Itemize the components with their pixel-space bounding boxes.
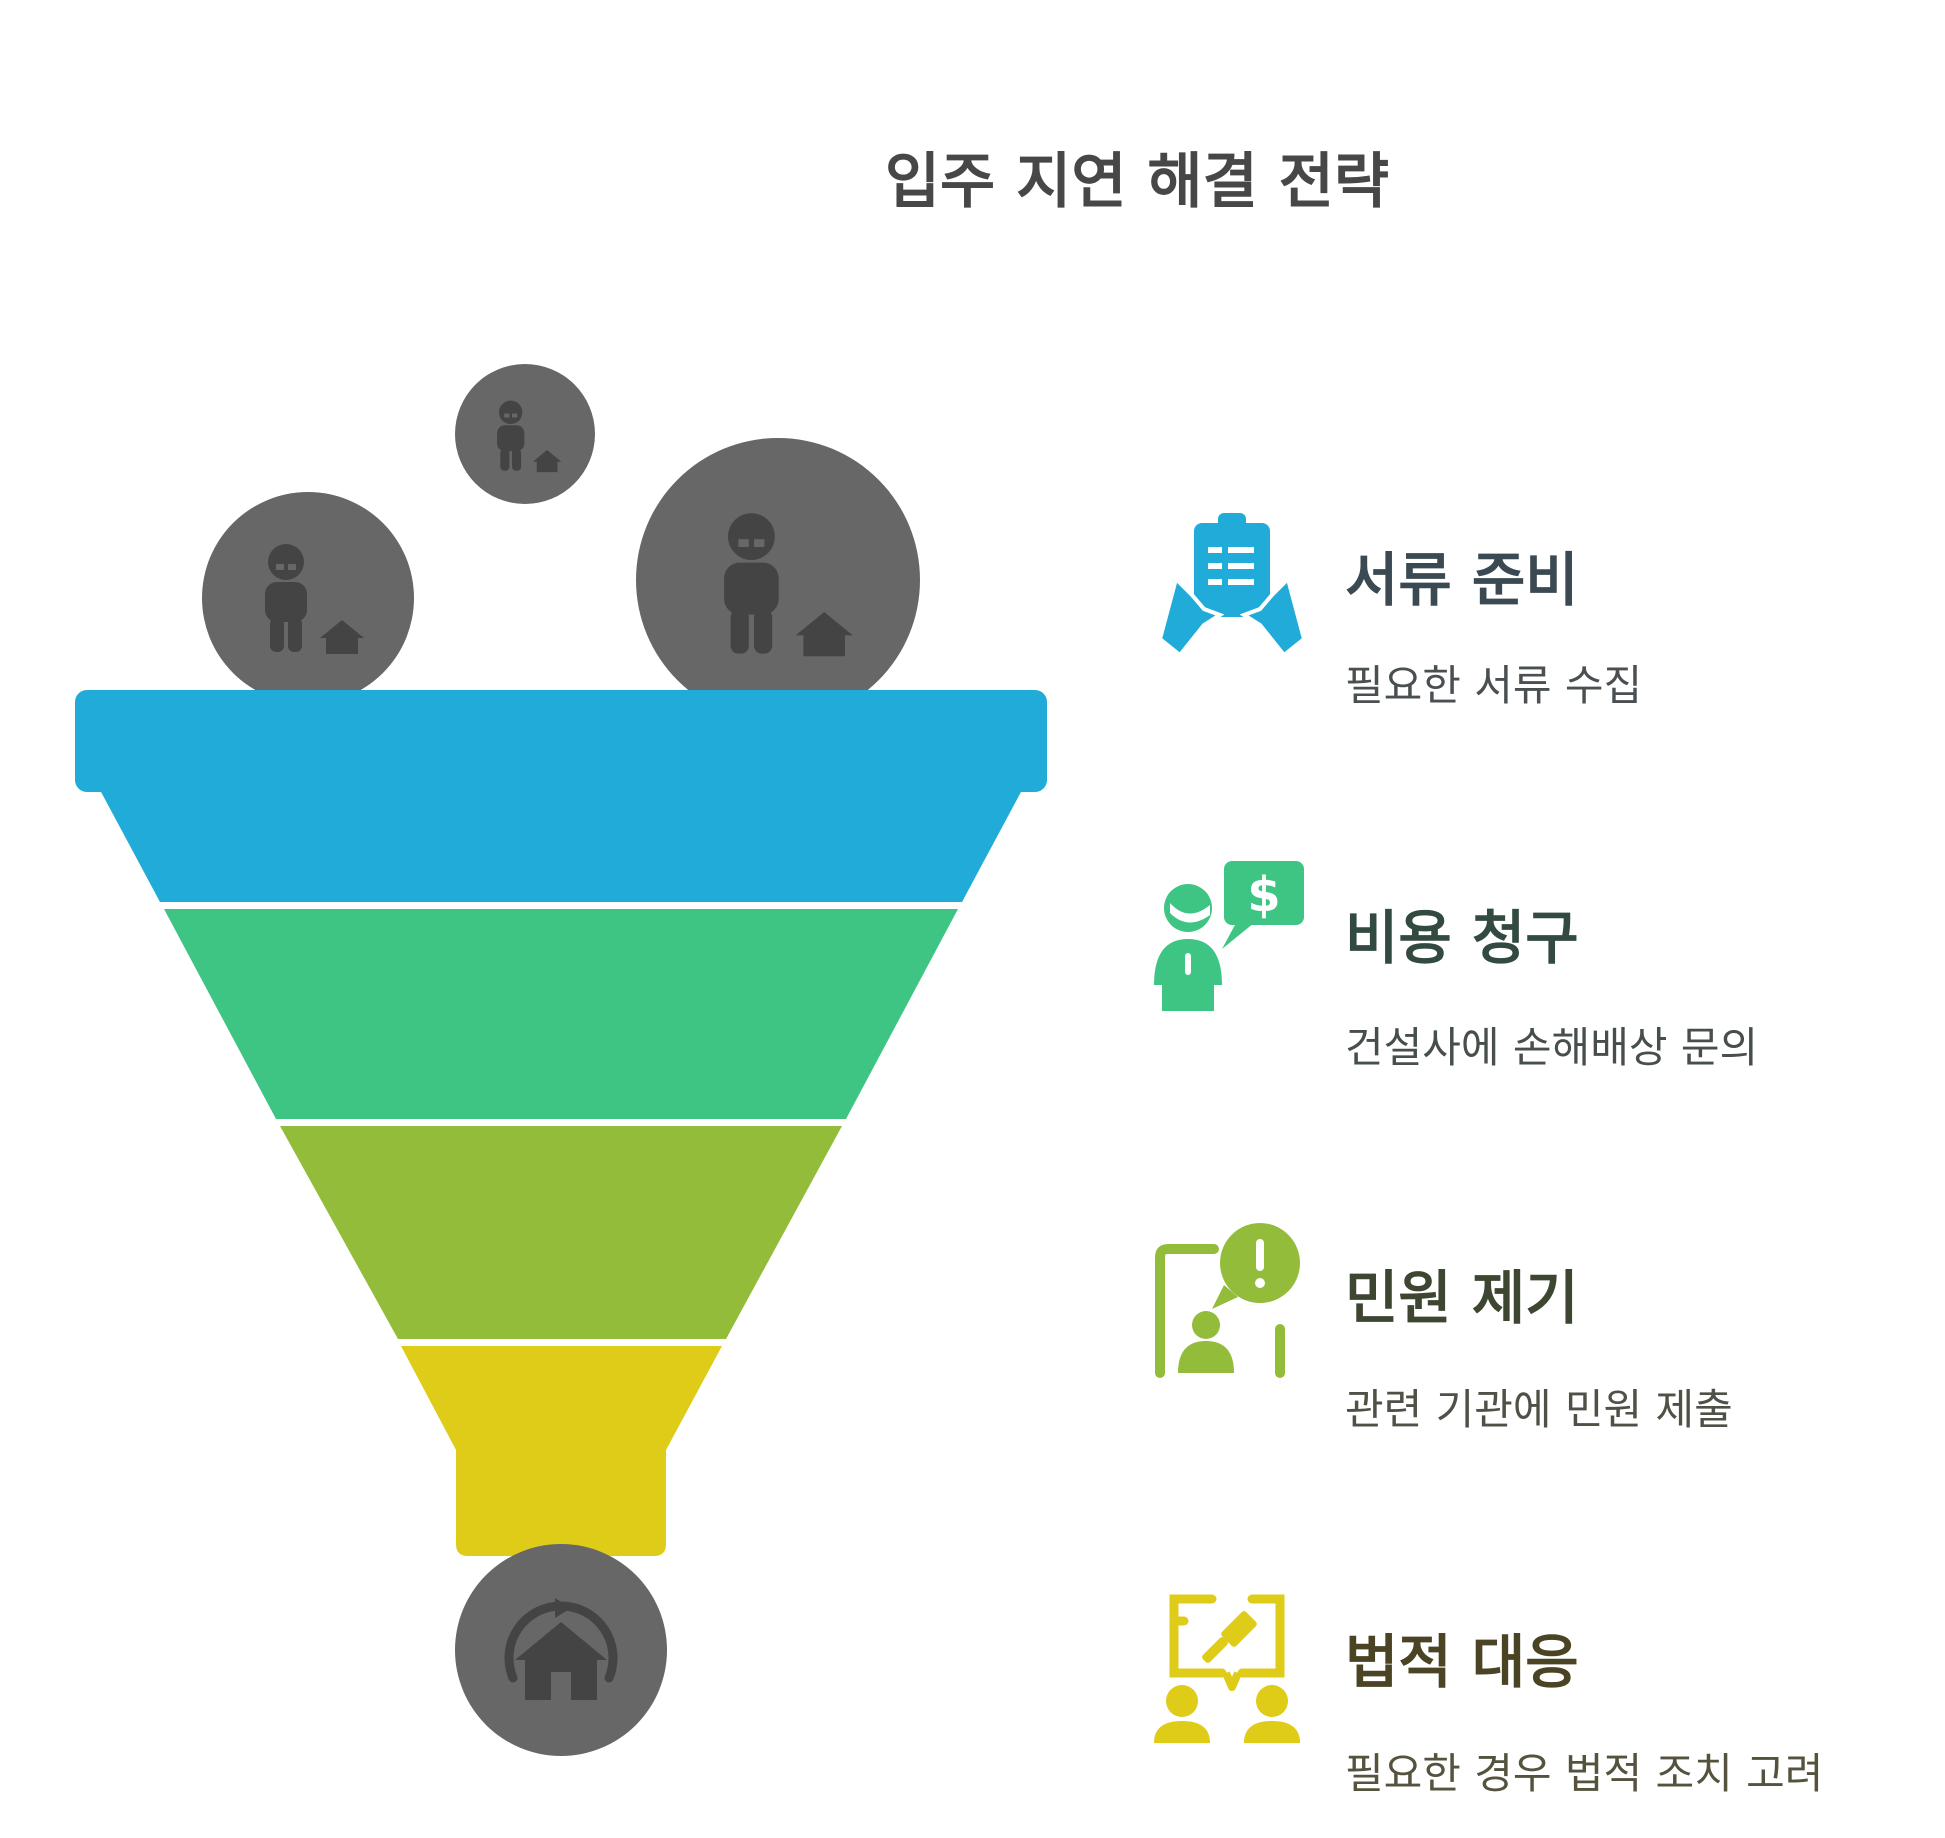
home-refresh-icon: [504, 1598, 618, 1700]
funnel-stage-2: [164, 909, 958, 1119]
step-1: 서류 준비 필요한 서류 수집: [1157, 513, 1642, 710]
funnel-stage-4: [401, 1346, 722, 1556]
person-home-icon: [497, 400, 562, 473]
step-2: $ 비용 청구 건설사에 손해배상 문의: [1154, 861, 1758, 1072]
step-3-description: 관련 기관에 민원 제출: [1345, 1385, 1733, 1434]
person-home-icon: [724, 513, 853, 657]
person-dollar-chat-icon: $: [1154, 861, 1304, 1011]
document-hands-icon: [1157, 513, 1307, 658]
input-circle-left: [202, 492, 414, 704]
input-circle-right: [636, 438, 920, 722]
output-circle: [455, 1544, 667, 1756]
input-circle-top: [455, 364, 595, 504]
svg-text:$: $: [1247, 867, 1280, 923]
step-2-title: 비용 청구: [1345, 904, 1579, 972]
step-1-title: 서류 준비: [1345, 546, 1579, 614]
step-4-description: 필요한 경우 법적 조치 고려: [1345, 1749, 1823, 1798]
step-4-title: 법적 대응: [1345, 1628, 1579, 1696]
person-home-icon: [265, 544, 364, 654]
funnel-stage-1: [75, 690, 1047, 902]
funnel-stage-3: [280, 1126, 842, 1339]
complaint-alert-icon: [1155, 1223, 1300, 1378]
legal-gavel-icon: [1154, 1594, 1300, 1743]
step-1-description: 필요한 서류 수집: [1345, 661, 1642, 710]
step-3-title: 민원 제기: [1345, 1264, 1579, 1332]
diagram-title: 입주 지연 해결 전략: [885, 147, 1389, 217]
step-4: 법적 대응 필요한 경우 법적 조치 고려: [1154, 1594, 1823, 1798]
step-3: 민원 제기 관련 기관에 민원 제출: [1155, 1223, 1733, 1434]
step-2-description: 건설사에 손해배상 문의: [1345, 1023, 1758, 1072]
